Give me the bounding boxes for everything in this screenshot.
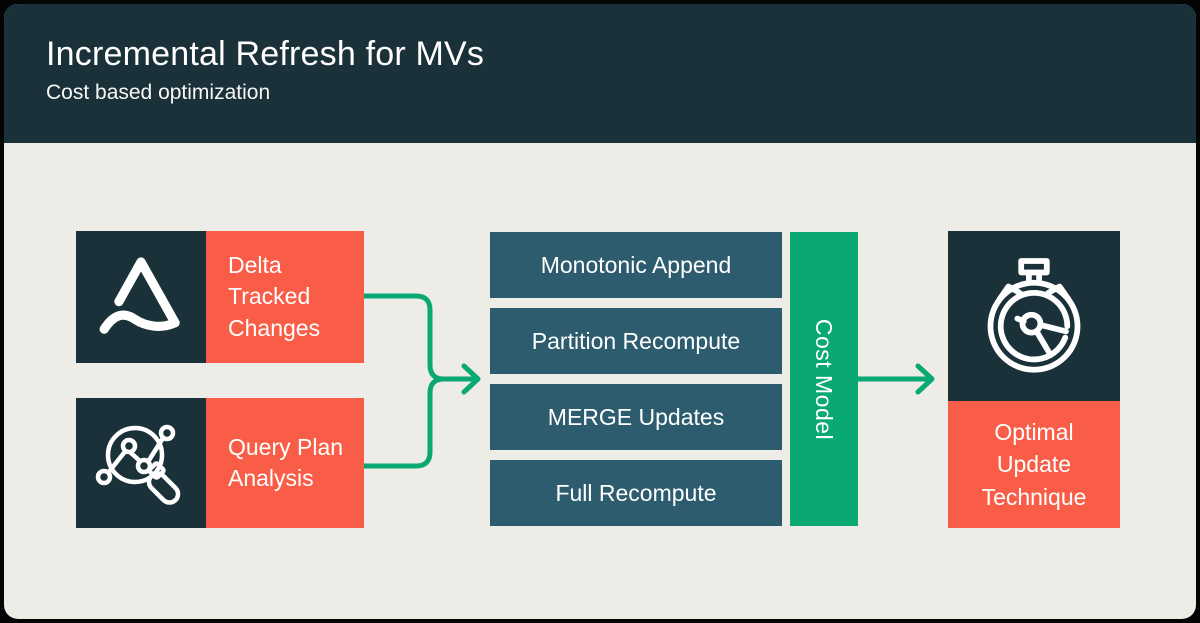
stopwatch-icon-tile — [948, 231, 1120, 401]
strategy-label: Monotonic Append — [540, 251, 732, 278]
strategy-label: MERGE Updates — [547, 403, 725, 430]
output-box-optimal-update-technique: Optimal Update Technique — [948, 231, 1120, 528]
page-title: Incremental Refresh for MVs — [46, 35, 485, 73]
delta-icon-tile — [76, 231, 206, 363]
input-label: Delta Tracked Changes — [206, 231, 364, 363]
strategy-box-full-recompute: Full Recompute — [490, 460, 782, 526]
strategy-label: Full Recompute — [555, 479, 717, 506]
strategy-box-partition-recompute: Partition Recompute — [490, 308, 782, 374]
strategy-box-merge-updates: MERGE Updates — [490, 384, 782, 450]
output-arrow-head — [915, 363, 935, 395]
query-plan-icon — [95, 424, 181, 505]
cost-model-bar: Cost Model — [790, 232, 858, 526]
connector-input-1 — [361, 293, 447, 382]
slide-card: Incremental Refresh for MVs Cost based o… — [4, 4, 1196, 619]
strategy-box-monotonic-append: Monotonic Append — [490, 232, 782, 298]
output-label: Optimal Update Technique — [948, 401, 1120, 528]
stopwatch-icon — [987, 258, 1081, 373]
input-label: Query Plan Analysis — [206, 398, 364, 528]
delta-logo-icon — [99, 257, 180, 334]
query-plan-icon-tile — [76, 398, 206, 528]
page-subtitle: Cost based optimization — [46, 80, 271, 104]
cost-model-label: Cost Model — [811, 318, 838, 440]
merge-arrow-head — [461, 363, 481, 395]
input-box-delta-tracked-changes: Delta Tracked Changes — [76, 231, 364, 363]
strategy-label: Partition Recompute — [531, 327, 741, 354]
header: Incremental Refresh for MVs Cost based o… — [4, 4, 1196, 143]
input-box-query-plan-analysis: Query Plan Analysis — [76, 398, 364, 528]
connector-input-2 — [361, 376, 447, 469]
